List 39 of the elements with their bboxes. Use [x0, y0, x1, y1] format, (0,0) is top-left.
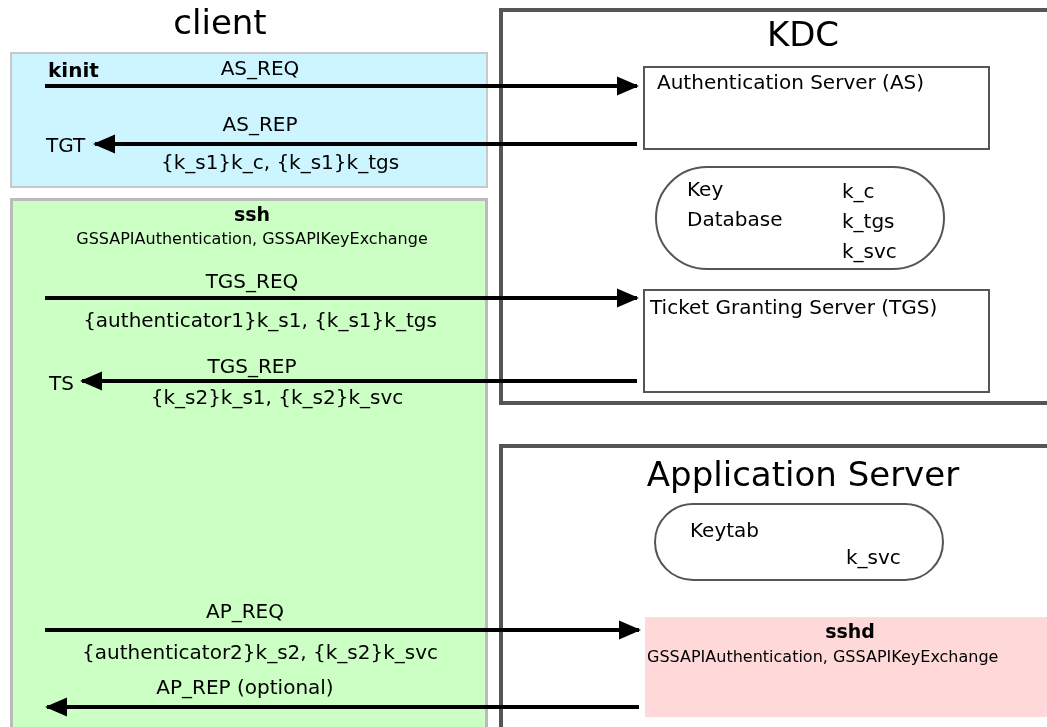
edge-label: AS_REQ [220, 56, 300, 80]
edge-label: TGS_REQ [205, 269, 299, 293]
arrow [45, 697, 639, 717]
box-title: Ticket Granting Server (TGS) [650, 295, 938, 319]
box-title: ssh [232, 203, 272, 225]
column-heading: client [173, 2, 267, 42]
box-title: sshd [824, 620, 876, 642]
key-list: k_c k_tgs k_svc [842, 176, 912, 266]
server-box [643, 289, 990, 393]
edge-label: AS_REP [222, 112, 298, 136]
key-list: k_svc [846, 545, 901, 569]
server-group-box [499, 444, 1047, 727]
box-title: Authentication Server (AS) [657, 70, 925, 94]
client-panel [10, 198, 488, 727]
message-payload: {authenticator2}k_s2, {k_s2}k_svc [82, 640, 438, 664]
ticket-label: TGT [46, 133, 96, 161]
box-title: KDC [765, 14, 841, 54]
message-payload: {authenticator1}k_s1, {k_s1}k_tgs [83, 308, 437, 332]
arrow [93, 134, 637, 154]
message-payload: {k_s1}k_c, {k_s1}k_tgs [160, 150, 400, 174]
service-box [645, 617, 1047, 717]
store-name: Keytab [690, 518, 760, 542]
server-box [643, 66, 990, 150]
ticket-label: TS [49, 371, 83, 399]
arrow [80, 371, 637, 391]
box-title: kinit [48, 58, 99, 82]
arrow [45, 288, 639, 308]
protocol-options: GSSAPIAuthentication, GSSAPIKeyExchange [13, 229, 491, 248]
edge-label: AP_REQ [206, 599, 284, 623]
store-name: Key Database [687, 176, 784, 233]
server-group-box [499, 8, 1047, 405]
edge-label: TGS_REP [207, 354, 297, 378]
arrow [45, 620, 641, 640]
client-panel [10, 52, 488, 188]
message-payload: {k_s2}k_s1, {k_s2}k_svc [150, 385, 404, 409]
box-title: Application Server [645, 454, 961, 494]
arrow [45, 76, 639, 96]
edge-label: AP_REP (optional) [156, 675, 334, 699]
protocol-options: GSSAPIAuthentication, GSSAPIKeyExchange [647, 647, 999, 666]
